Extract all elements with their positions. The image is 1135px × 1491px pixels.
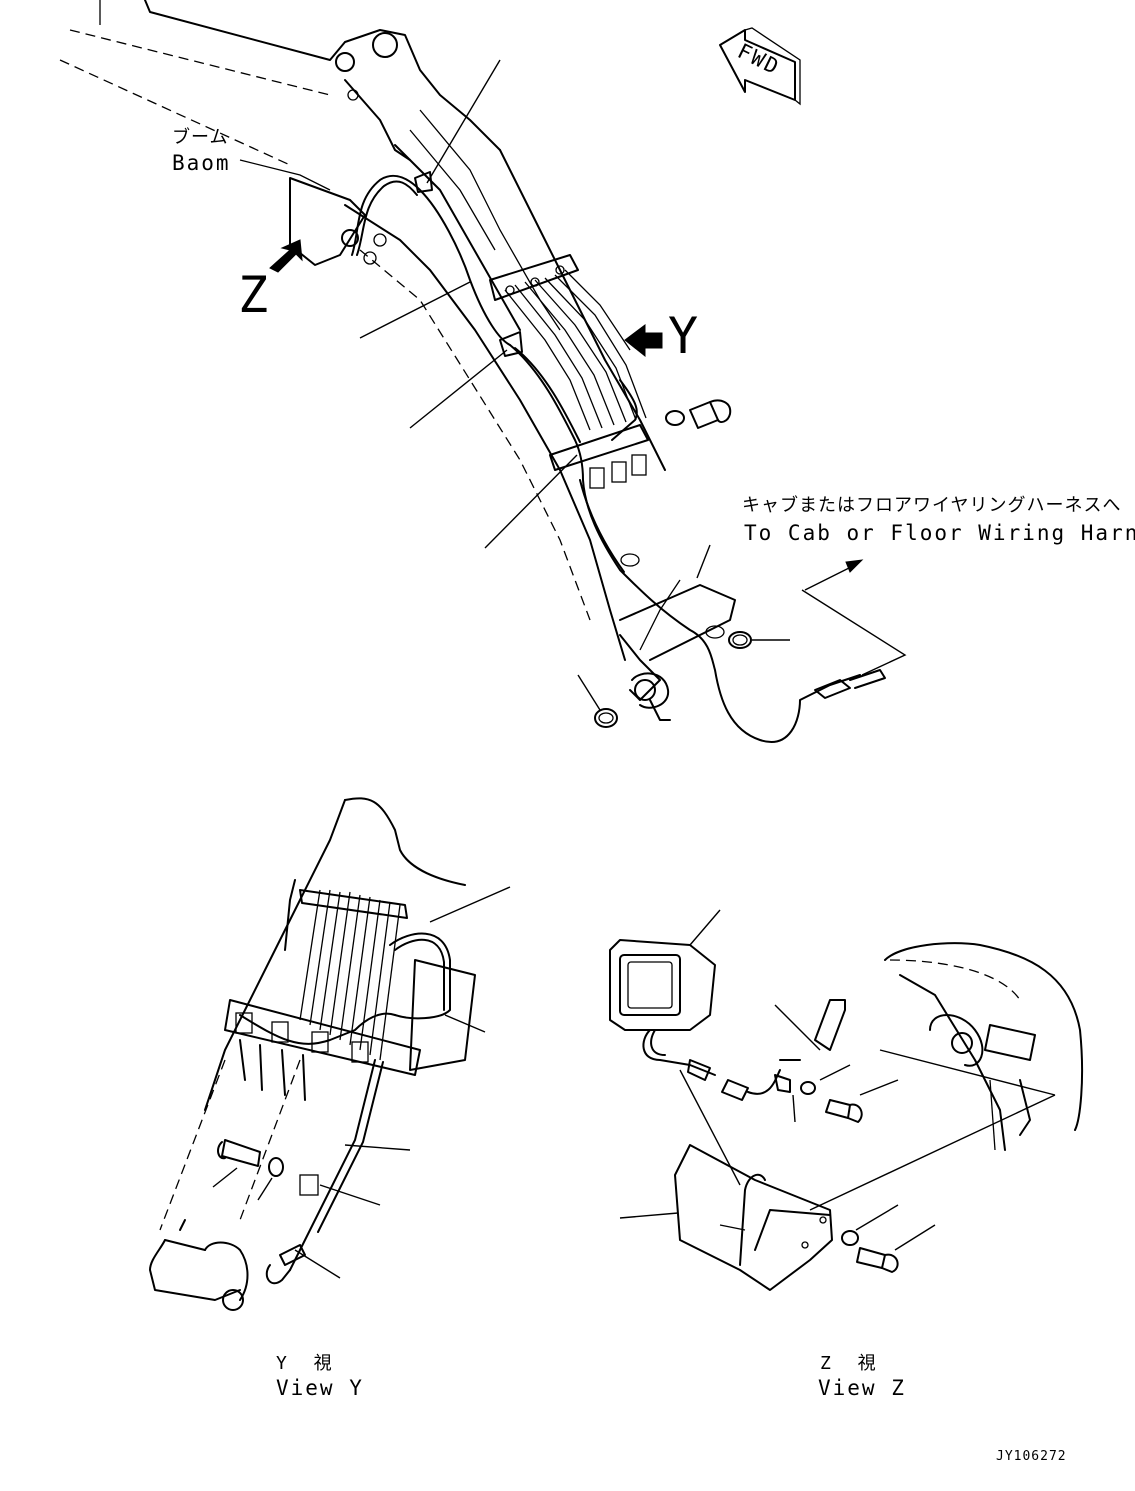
- fwd-label: FWD: [734, 39, 784, 80]
- boom-label-jp: ブーム: [172, 126, 228, 148]
- view-y-title-jp: Y 視: [276, 1353, 333, 1374]
- view-y-bolt: [217, 1139, 284, 1177]
- view-z-title-jp: Z 視: [820, 1353, 877, 1374]
- view-z-bolt-upper: [825, 1099, 863, 1123]
- fwd-arrow-icon: [719, 27, 801, 106]
- drawing-code: JY106272: [996, 1449, 1067, 1464]
- view-y-arrow: [624, 324, 663, 358]
- view-y-detail: [149, 797, 511, 1311]
- view-y-clamp: [224, 999, 421, 1076]
- view-z-detail: [609, 909, 1084, 1291]
- hydraulic-tubes: [504, 269, 647, 431]
- main-boom-view: [59, 0, 907, 743]
- work-lamp: [609, 939, 716, 1031]
- view-y-title-en: View Y: [276, 1376, 364, 1400]
- view-z-callout: Z: [238, 266, 268, 324]
- work-lamp-harness: [351, 174, 861, 743]
- view-z-title-en: View Z: [818, 1376, 906, 1400]
- grommet-ring: [728, 631, 752, 649]
- harness-label-jp: キャブまたはフロアワイヤリングハーネスへ: [742, 494, 1121, 516]
- view-y-callout: Y: [668, 307, 698, 365]
- harness-label-en: To Cab or Floor Wiring Harness: [744, 521, 1135, 545]
- harness-connector: [814, 679, 851, 699]
- lamp-connector-a: [687, 1059, 711, 1081]
- view-y-tubes: [299, 889, 401, 1061]
- upper-clamp-plate: [489, 254, 579, 301]
- view-z-arrow: [269, 239, 303, 273]
- boom-label-en: Baom: [172, 151, 231, 175]
- lower-clamp-plate: [549, 424, 649, 471]
- grommet-ring-lower: [594, 708, 618, 728]
- lamp-connector-b: [721, 1079, 749, 1101]
- harness-arrow-head: [845, 559, 864, 573]
- lamp-cover: [674, 1144, 833, 1291]
- bolt-main: [665, 399, 732, 429]
- view-z-bolt-lower: [856, 1247, 899, 1273]
